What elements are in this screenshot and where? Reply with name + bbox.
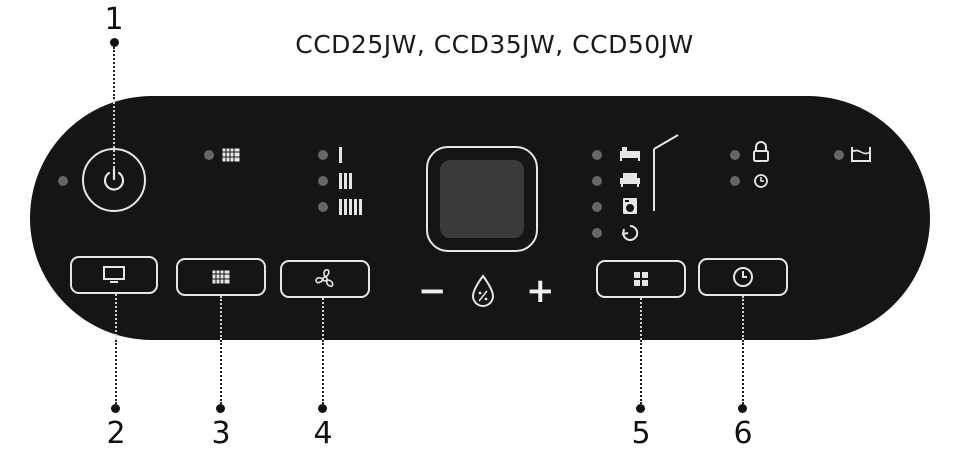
callout-5-label: 5 bbox=[631, 416, 651, 451]
fan-speed-button[interactable] bbox=[280, 260, 370, 298]
callout-5-leader bbox=[640, 298, 642, 340]
display-frame bbox=[426, 146, 538, 252]
power-icon bbox=[103, 167, 125, 191]
timer-indicator-icon bbox=[754, 174, 768, 188]
water-drop-icon bbox=[471, 274, 495, 307]
callout-5-dot bbox=[636, 404, 645, 413]
callout-4-leader-outer bbox=[322, 340, 324, 404]
callout-1-leader bbox=[113, 99, 115, 179]
mode-button[interactable] bbox=[70, 256, 158, 294]
callout-5-leader-outer bbox=[640, 340, 642, 404]
callout-4-leader bbox=[322, 298, 324, 340]
power-led bbox=[58, 176, 68, 186]
grid-icon bbox=[212, 270, 230, 284]
fan-speed-low-icon bbox=[339, 147, 342, 163]
callout-3-label: 3 bbox=[211, 416, 231, 451]
callout-1-label: 1 bbox=[104, 2, 124, 37]
program-bracket bbox=[653, 134, 679, 211]
lock-icon bbox=[753, 141, 769, 162]
power-button[interactable] bbox=[82, 148, 146, 212]
tank-full-icon bbox=[851, 147, 871, 162]
callout-3-leader bbox=[220, 296, 222, 340]
monitor-icon bbox=[103, 266, 125, 283]
bed-icon bbox=[620, 147, 640, 161]
dehumidify-button[interactable] bbox=[176, 258, 266, 296]
clock-icon bbox=[733, 267, 753, 287]
fan-icon bbox=[315, 269, 334, 287]
callout-3-leader-outer bbox=[220, 340, 222, 404]
display-screen bbox=[440, 160, 524, 238]
fan-high-led bbox=[318, 202, 328, 212]
timer-led bbox=[730, 176, 740, 186]
child-lock-led bbox=[730, 150, 740, 160]
program-auto-led bbox=[592, 228, 602, 238]
callout-6-label: 6 bbox=[733, 416, 753, 451]
washer-icon bbox=[623, 198, 637, 214]
program-button[interactable] bbox=[596, 260, 686, 298]
callout-1-leader-outer bbox=[113, 47, 115, 99]
callout-2-dot bbox=[111, 404, 120, 413]
four-squares-icon bbox=[634, 272, 648, 286]
humidity-plus-button[interactable]: + bbox=[526, 271, 555, 311]
fan-speed-medium-icon bbox=[339, 173, 352, 189]
callout-6-dot bbox=[738, 404, 747, 413]
program-laundry-led bbox=[592, 202, 602, 212]
model-title: CCD25JW, CCD35JW, CCD50JW bbox=[295, 30, 694, 59]
callout-6-leader bbox=[742, 296, 744, 340]
callout-6-leader-outer bbox=[742, 340, 744, 404]
fan-speed-high-icon bbox=[339, 199, 362, 215]
fan-medium-led bbox=[318, 176, 328, 186]
timer-button[interactable] bbox=[698, 258, 788, 296]
callout-4-label: 4 bbox=[313, 416, 333, 451]
grid-indicator-icon bbox=[222, 148, 240, 162]
tank-full-led bbox=[834, 150, 844, 160]
callout-3-dot bbox=[216, 404, 225, 413]
callout-2-label: 2 bbox=[106, 416, 126, 451]
callout-4-dot bbox=[318, 404, 327, 413]
program-living-led bbox=[592, 176, 602, 186]
cycle-icon bbox=[621, 224, 639, 241]
callout-2-leader-outer bbox=[115, 340, 117, 404]
humidity-minus-button[interactable]: − bbox=[418, 271, 447, 311]
callout-1-dot bbox=[110, 38, 119, 47]
sofa-icon bbox=[620, 173, 640, 187]
callout-2-leader bbox=[115, 294, 117, 340]
program-bedroom-led bbox=[592, 150, 602, 160]
dehumidify-led bbox=[204, 150, 214, 160]
fan-low-led bbox=[318, 150, 328, 160]
